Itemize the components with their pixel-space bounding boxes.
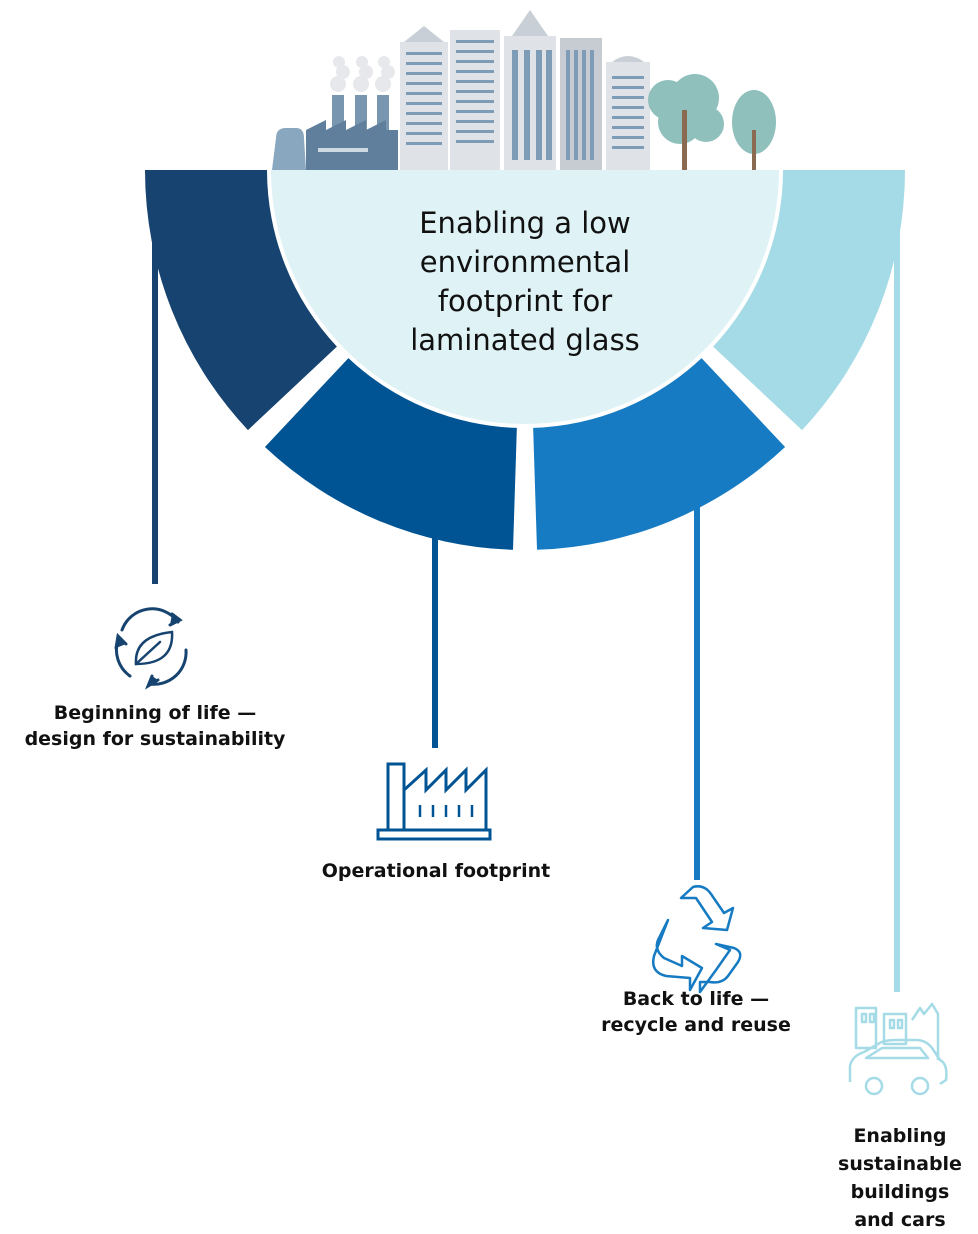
city-skyline-illustration	[272, 10, 776, 170]
stage-label-beginning: Beginning of life — design for sustainab…	[20, 700, 290, 752]
stage-label-enabling: Enabling sustainable buildings and cars	[826, 1122, 974, 1234]
ring-separator	[699, 344, 802, 447]
center-title-line-2: environmental	[420, 245, 631, 279]
center-title-line-3: footprint for	[438, 284, 612, 318]
factory-icon	[376, 762, 492, 841]
stage-label-line: and cars	[854, 1209, 946, 1231]
ring-separator	[248, 344, 351, 447]
ring-segment-operational	[264, 358, 517, 550]
leaf-cycle-icon	[114, 607, 188, 690]
stage-label-operational: Operational footprint	[300, 858, 572, 884]
center-title-line-1: Enabling a low	[419, 206, 631, 240]
ring-segment-beginning	[145, 170, 337, 431]
center-title: Enabling a low environmental footprint f…	[410, 206, 640, 357]
tree-icon	[732, 90, 776, 170]
ring-segment-enabling	[713, 170, 905, 431]
stage-label-line: Back to life —	[622, 988, 770, 1010]
stage-label-line: buildings	[850, 1181, 950, 1203]
center-title-line-4: laminated glass	[410, 323, 640, 357]
stage-label-line: Beginning of life —	[53, 702, 257, 724]
stage-label-line: sustainable	[838, 1153, 962, 1175]
recycle-icon	[652, 885, 742, 994]
stage-label-line: Enabling	[853, 1125, 947, 1147]
city-car-icon	[848, 1002, 948, 1096]
stage-label-line: design for sustainability	[24, 728, 286, 750]
stage-label-back-to-life: Back to life — recycle and reuse	[580, 986, 812, 1038]
ring-segment-back-to-life	[533, 358, 786, 550]
stage-label-line: Operational footprint	[321, 860, 551, 882]
center-semicircle	[271, 170, 779, 424]
tree-icon	[648, 74, 724, 170]
stage-label-line: recycle and reuse	[601, 1014, 791, 1036]
